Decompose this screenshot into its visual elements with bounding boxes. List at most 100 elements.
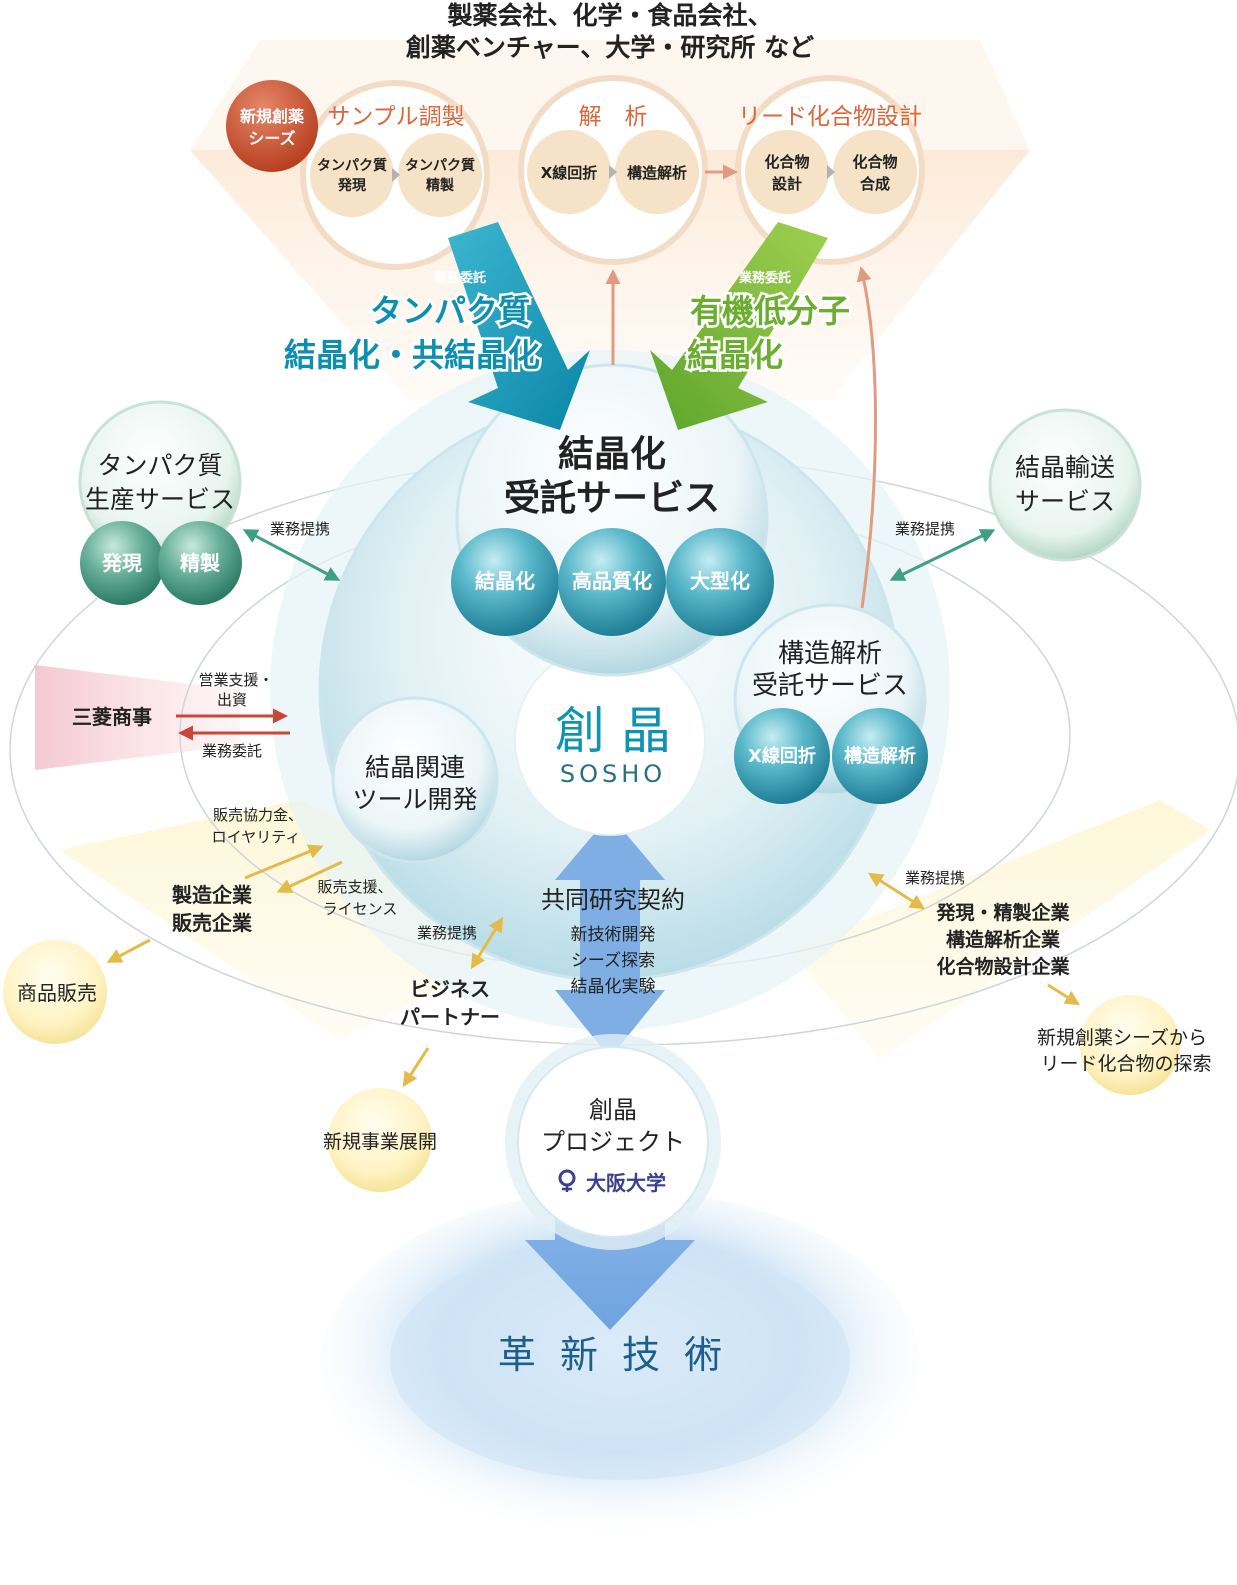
support-line-2: ライセンス (323, 900, 398, 918)
seed-badge-line-2: シーズ (248, 129, 295, 148)
ball-structure-analysis (832, 708, 928, 804)
ball-crystallization (451, 528, 559, 636)
royalty-line-2: ロイヤリティ (212, 828, 301, 846)
support-line-1: 販売支援、 (317, 878, 392, 896)
new-business-label: 新規事業展開 (323, 1131, 437, 1153)
step-protein-purification (398, 133, 482, 217)
step-compound-synthesis (833, 130, 917, 214)
manufacturer-outcome-arrow (106, 938, 151, 963)
license-arrow (276, 860, 343, 893)
step-xray-label: X線回折 (541, 164, 598, 182)
step-protein-expression (310, 133, 394, 217)
ball-crystallization-label: 結晶化 (475, 569, 535, 593)
step-compound-design (745, 130, 829, 214)
tool-dev-title-1: 結晶関連 (365, 753, 465, 782)
organic-arrow-line-1: 有機低分子 (690, 292, 850, 330)
structure-service-title-2: 受託サービス (752, 671, 908, 701)
business-partner-line-1: ビジネス (410, 977, 490, 1001)
crystallization-service-title-1: 結晶化 (558, 434, 666, 475)
ball-xray (734, 708, 830, 804)
business-partner-line-2: パートナー (400, 1005, 500, 1029)
joint-research-item-3: 結晶化実験 (571, 977, 656, 997)
discovery-company-3: 化合物設計企業 (936, 955, 1070, 978)
organic-arrow-line-2: 結晶化 (687, 336, 783, 374)
analysis-title: 解 析 (579, 104, 648, 130)
new-business-ball (328, 1088, 432, 1192)
crystal-transport-link-arrow (889, 529, 996, 581)
discovery-link-arrow (867, 872, 926, 910)
lead-design-title: リード化合物設計 (738, 104, 922, 130)
step-protein-expression-2: 発現 (337, 177, 366, 194)
business-partner-link-label: 業務提携 (417, 924, 477, 942)
protein-production-link-label: 業務提携 (270, 520, 330, 538)
ball-high-quality (558, 528, 666, 636)
protein-arrow-line-2: 結晶化・共結晶化 (284, 336, 540, 374)
joint-research-double-arrow (555, 815, 665, 1058)
mitsubishi-top-2: 出資 (217, 691, 247, 709)
seed-badge-line-1: 新規創薬 (240, 107, 305, 126)
sosho-kanji: 創 晶 (555, 702, 671, 760)
mitsubishi-bottom: 業務委託 (202, 742, 262, 760)
protein-production-link-arrow (242, 529, 341, 581)
project-title-2: プロジェクト (541, 1128, 685, 1156)
step-xray (527, 130, 611, 214)
header-line-2: 創薬ベンチャー、大学・研究所 など (406, 33, 814, 62)
organic-arrow-tag: 業務委託 (738, 270, 791, 286)
innovation-pool-inner (390, 1240, 850, 1480)
step-compound-design-2: 設計 (772, 175, 802, 193)
discovery-outcome-arrow (1047, 983, 1081, 1006)
crystal-transport-title-2: サービス (1015, 487, 1115, 516)
ball-xray-label: X線回折 (748, 745, 816, 767)
step-compound-synthesis-2: 合成 (859, 175, 890, 193)
ball-enlargement-label: 大型化 (690, 569, 750, 593)
structure-service-title-1: 構造解析 (778, 639, 882, 669)
structure-to-lead-arrow (856, 266, 877, 609)
discovery-link-label: 業務提携 (905, 869, 965, 887)
joint-research-item-2: シーズ探索 (571, 951, 655, 971)
crystal-transport-link-label: 業務提携 (895, 520, 955, 538)
ball-expression (80, 521, 164, 605)
mitsubishi-name: 三菱商事 (72, 705, 152, 729)
mitsubishi-top-1: 営業支援・ (198, 671, 273, 689)
protein-arrow-line-1: タンパク質 (370, 292, 530, 330)
crystal-transport-sphere (988, 408, 1142, 562)
step-protein-purification-1: タンパク質 (405, 157, 475, 174)
header-line-1: 製薬会社、化学・食品会社、 (446, 1, 772, 30)
tool-dev-sphere (331, 696, 499, 864)
protein-production-title-2: 生産サービス (85, 485, 235, 514)
osaka-university-label: 大阪大学 (586, 1171, 666, 1195)
ball-purification (158, 521, 242, 605)
step-chevron-icon (392, 168, 400, 182)
joint-research-item-1: 新技術開発 (571, 925, 656, 945)
step-chevron-icon (827, 165, 835, 179)
step-protein-expression-1: タンパク質 (317, 157, 387, 174)
joint-research-title: 共同研究契約 (541, 886, 685, 914)
right-yellow-fan (790, 800, 1210, 1060)
innovation-label: 革 新 技 術 (498, 1333, 728, 1377)
step-compound-synthesis-1: 化合物 (852, 153, 897, 171)
crystallization-service-title-2: 受託サービス (504, 478, 720, 519)
step-chevron-icon (609, 165, 617, 179)
protein-production-title-1: タンパク質 (97, 451, 222, 480)
tool-dev-title-2: ツール開発 (352, 785, 477, 814)
seed-badge (226, 80, 318, 172)
mitsubishi-fan (35, 665, 240, 770)
ball-enlargement (666, 528, 774, 636)
sosho-roman: SOSHO (560, 760, 666, 788)
sample-prep-title: サンプル調製 (327, 104, 464, 130)
project-title-1: 創晶 (589, 1096, 637, 1124)
step-protein-purification-2: 精製 (426, 177, 454, 194)
business-partner-outcome-arrow (402, 1047, 430, 1088)
manufacturer-name-1: 製造企業 (172, 883, 253, 907)
lead-search-ball (1080, 995, 1180, 1095)
discovery-company-2: 構造解析企業 (946, 928, 1061, 951)
lead-search-line-1: 新規創薬シーズから (1037, 1027, 1207, 1049)
lead-search-line-2: リード化合物の探索 (1040, 1053, 1211, 1075)
ball-expression-label: 発現 (101, 551, 142, 575)
osaka-university-logo-icon (558, 1169, 576, 1192)
discovery-company-1: 発現・精製企業 (935, 901, 1070, 924)
step-compound-design-1: 化合物 (764, 153, 809, 171)
protein-arrow-tag: 業務委託 (433, 270, 486, 286)
